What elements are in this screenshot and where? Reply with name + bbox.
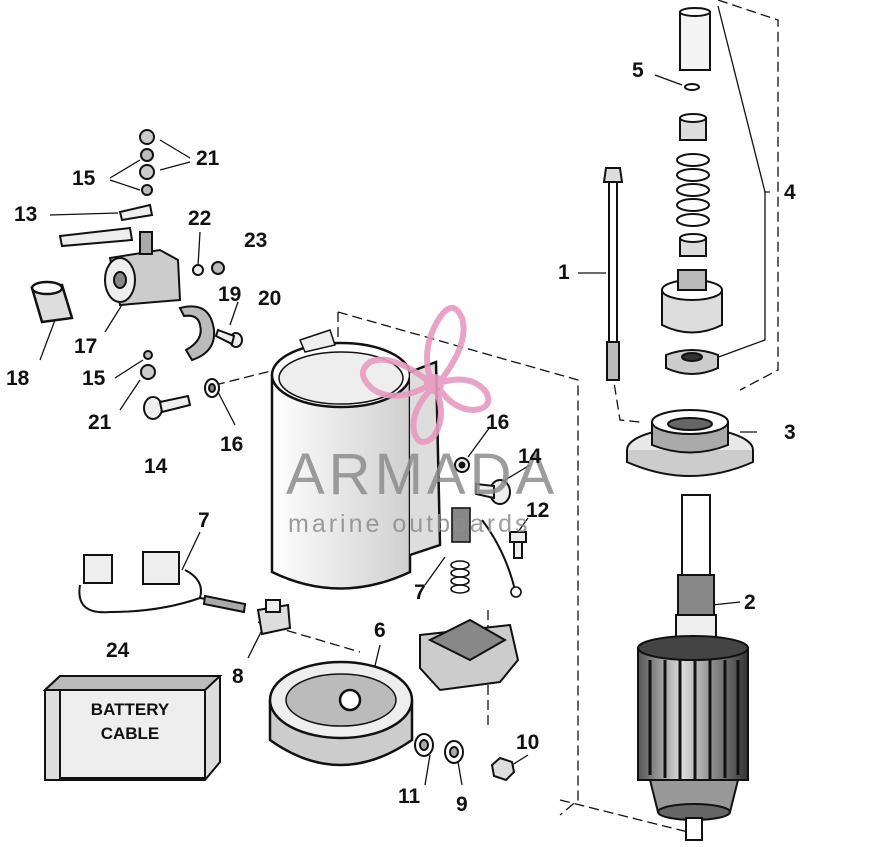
battery-cable-box [42, 675, 223, 781]
end-head [268, 660, 414, 767]
callout-7a: 7 [198, 509, 210, 532]
through-bolt [602, 167, 624, 381]
callout-2: 2 [744, 591, 756, 614]
washers-nuts [414, 733, 516, 782]
callout-23: 23 [244, 229, 268, 252]
callout-12: 12 [526, 499, 550, 522]
callout-16b: 16 [486, 411, 510, 434]
brush-clip [256, 599, 292, 636]
bracket-19 [178, 305, 216, 362]
callout-15a: 15 [72, 167, 96, 190]
screw-12 [509, 531, 527, 559]
watermark-tagline: marine outboards [288, 510, 531, 538]
screw-20 [214, 328, 243, 348]
solenoid-assembly [58, 129, 225, 307]
brush-leads [78, 551, 247, 614]
callout-3: 3 [784, 421, 796, 444]
callout-21b: 21 [88, 411, 112, 434]
callout-4: 4 [784, 181, 796, 204]
callout-18: 18 [6, 367, 30, 390]
brush-spring [450, 507, 522, 598]
callout-11: 11 [398, 785, 421, 808]
end-cap [626, 409, 754, 477]
callout-15b: 15 [82, 367, 106, 390]
callout-10: 10 [516, 731, 540, 754]
callout-1: 1 [558, 261, 570, 284]
callout-14a: 14 [144, 455, 168, 478]
callout-24: 24 [106, 639, 130, 662]
callout-20: 20 [258, 287, 282, 310]
watermark-logo [360, 305, 492, 445]
callout-6: 6 [374, 619, 386, 642]
callout-17: 17 [74, 335, 98, 358]
callout-7b: 7 [414, 581, 426, 604]
frame-housing [270, 329, 442, 590]
callout-16a: 16 [220, 433, 244, 456]
bolt-14-right [454, 457, 511, 505]
callout-13: 13 [14, 203, 38, 226]
callout-14b: 14 [518, 445, 542, 468]
callout-22: 22 [188, 207, 212, 230]
callout-5: 5 [632, 59, 644, 82]
leader-lines [39, 5, 770, 786]
battery-label-line-1: BATTERY [90, 700, 170, 719]
armature [637, 494, 749, 841]
brush-plate [419, 618, 520, 692]
battery-label-line-2: CABLE [100, 724, 160, 743]
bolt-14-left [140, 350, 220, 420]
drive-stack [661, 7, 723, 375]
callout-8: 8 [232, 665, 244, 688]
battery-cable-label: BATTERY CABLE [60, 698, 200, 746]
boot-18 [30, 280, 74, 324]
callout-21a: 21 [196, 147, 220, 170]
callout-9: 9 [456, 793, 468, 816]
callout-19: 19 [218, 283, 242, 306]
watermark-brand: ARMADA [286, 442, 559, 507]
